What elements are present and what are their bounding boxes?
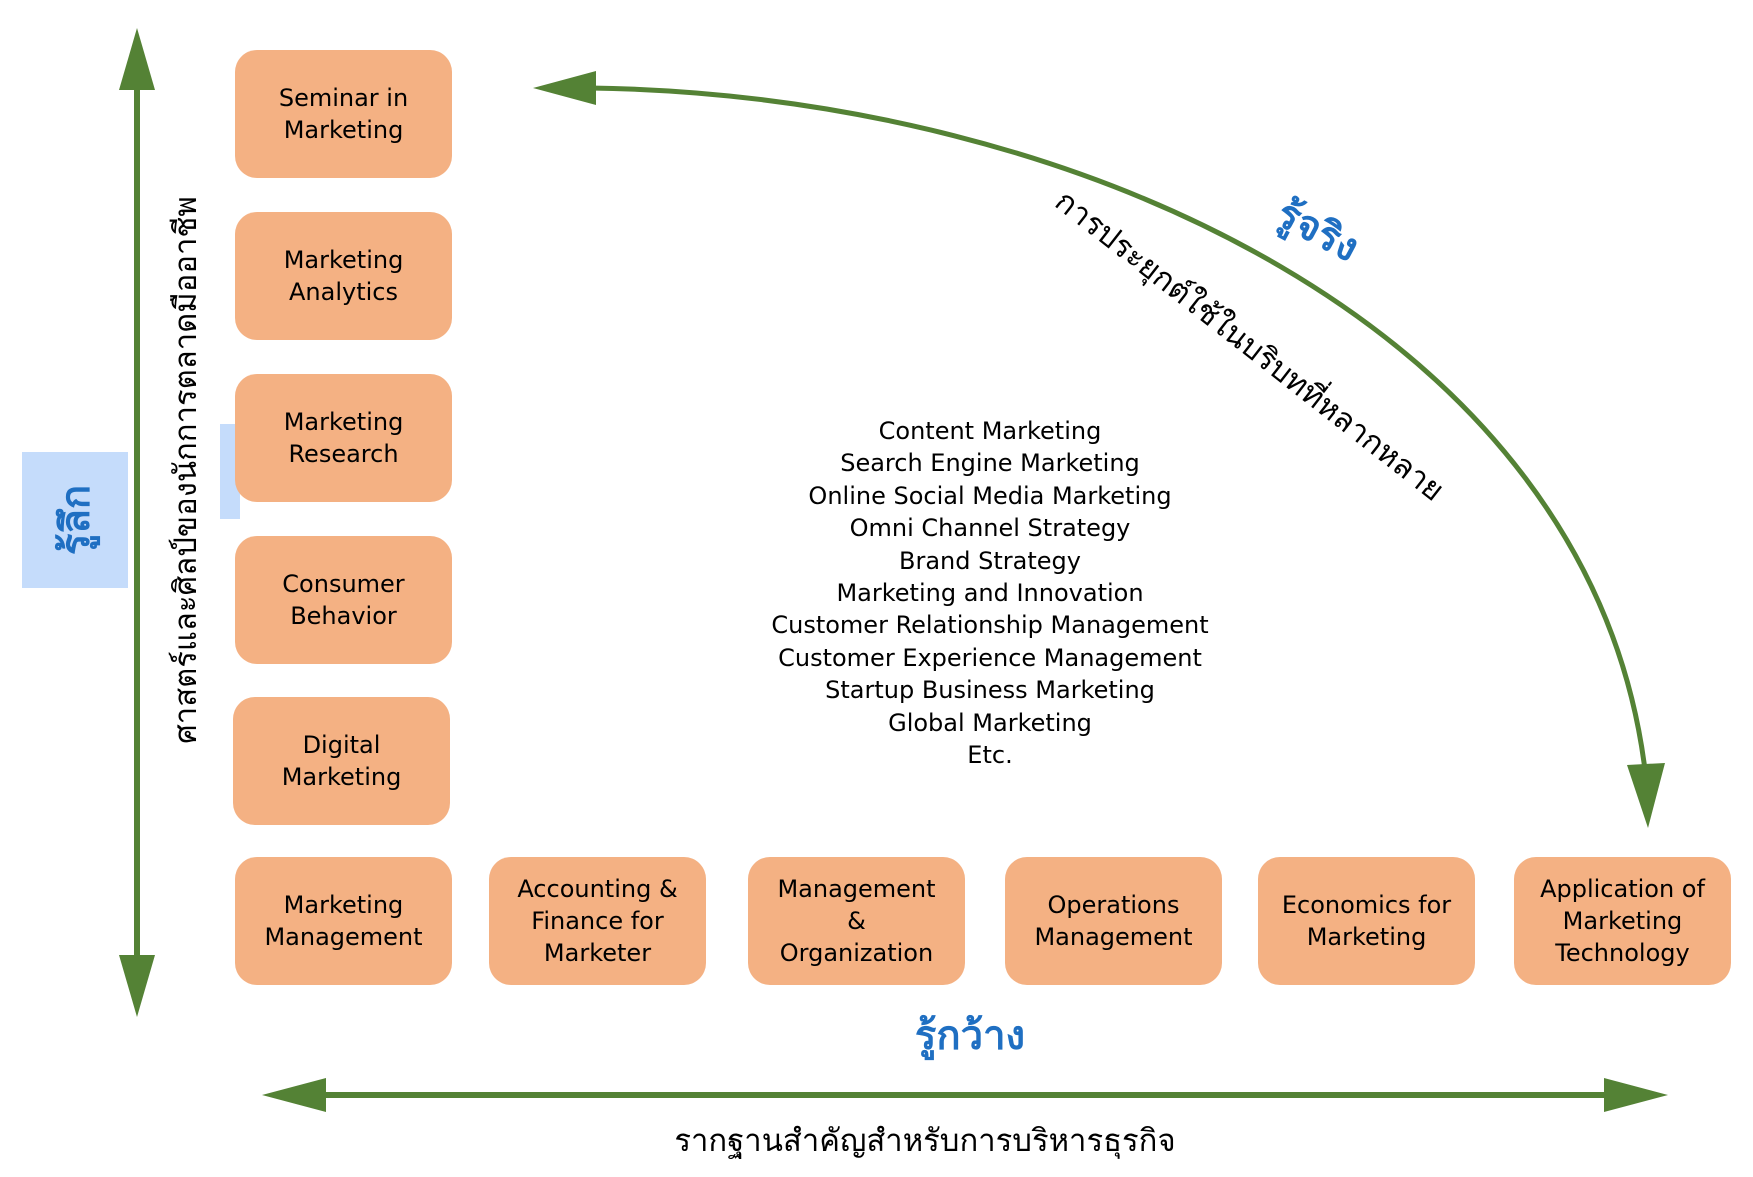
course-name-line: Marketer bbox=[543, 939, 652, 967]
vertical-axis-caption: ศาสตร์และศิลป์ของนักการตลาดมืออาชีพ bbox=[168, 196, 204, 744]
curved-arrow bbox=[533, 71, 1665, 828]
course-name-line: Marketing bbox=[283, 116, 404, 144]
elective-item: Brand Strategy bbox=[899, 546, 1081, 575]
course-name-line: Organization bbox=[779, 939, 934, 967]
course-name-line: Marketing bbox=[1306, 923, 1427, 951]
elective-item: Search Engine Marketing bbox=[840, 449, 1140, 478]
course-name-line: Operations bbox=[1047, 891, 1180, 919]
vertical-double-arrow bbox=[119, 28, 155, 1017]
course-name-line: Technology bbox=[1555, 939, 1690, 967]
horizontal-double-arrow bbox=[262, 1078, 1668, 1112]
depth-label-background bbox=[22, 452, 128, 588]
row-course-box: Management & Organization bbox=[748, 857, 965, 985]
elective-item: Marketing and Innovation bbox=[836, 579, 1144, 608]
course-name-line: Application of bbox=[1540, 875, 1705, 903]
course-name-line: Economics for bbox=[1281, 891, 1452, 919]
course-name-line: Behavior bbox=[290, 602, 397, 630]
elective-item: Global Marketing bbox=[888, 708, 1092, 737]
course-name-line: Marketing bbox=[283, 246, 404, 274]
depth-label: รู้ลึก bbox=[53, 484, 99, 556]
course-name-line: Management bbox=[1034, 923, 1193, 951]
course-name-line: Marketing bbox=[283, 408, 404, 436]
horizontal-axis-caption: รากฐานสำคัญสำหรับการบริหารธุรกิจ bbox=[674, 1123, 1176, 1159]
course-name-line: Marketing bbox=[281, 763, 402, 791]
course-name-line: Finance for bbox=[531, 907, 664, 935]
elective-item: Omni Channel Strategy bbox=[849, 514, 1131, 543]
breadth-label: รู้กว้าง bbox=[914, 1013, 1026, 1059]
elective-item: Customer Relationship Management bbox=[771, 611, 1209, 640]
course-name-line: Analytics bbox=[289, 278, 398, 306]
course-name-line: & bbox=[847, 907, 866, 935]
course-name-line: Seminar in bbox=[278, 84, 409, 112]
course-name-line: Management bbox=[777, 875, 936, 903]
column-course-box: Seminar in Marketing bbox=[235, 50, 452, 178]
course-name-line: Management bbox=[264, 923, 423, 951]
elective-item: Customer Experience Management bbox=[778, 643, 1202, 672]
course-name-line: Accounting & bbox=[517, 875, 678, 903]
course-name-line: Marketing bbox=[1562, 907, 1683, 935]
course-name-line: Digital bbox=[302, 731, 381, 759]
course-name-line: Consumer bbox=[282, 570, 405, 598]
elective-item: Startup Business Marketing bbox=[825, 676, 1155, 705]
elective-item: Etc. bbox=[967, 741, 1013, 770]
elective-item: Content Marketing bbox=[878, 417, 1102, 445]
elective-item: Online Social Media Marketing bbox=[808, 481, 1172, 510]
course-name-line: Marketing bbox=[283, 891, 404, 919]
course-name-line: Research bbox=[288, 440, 399, 468]
